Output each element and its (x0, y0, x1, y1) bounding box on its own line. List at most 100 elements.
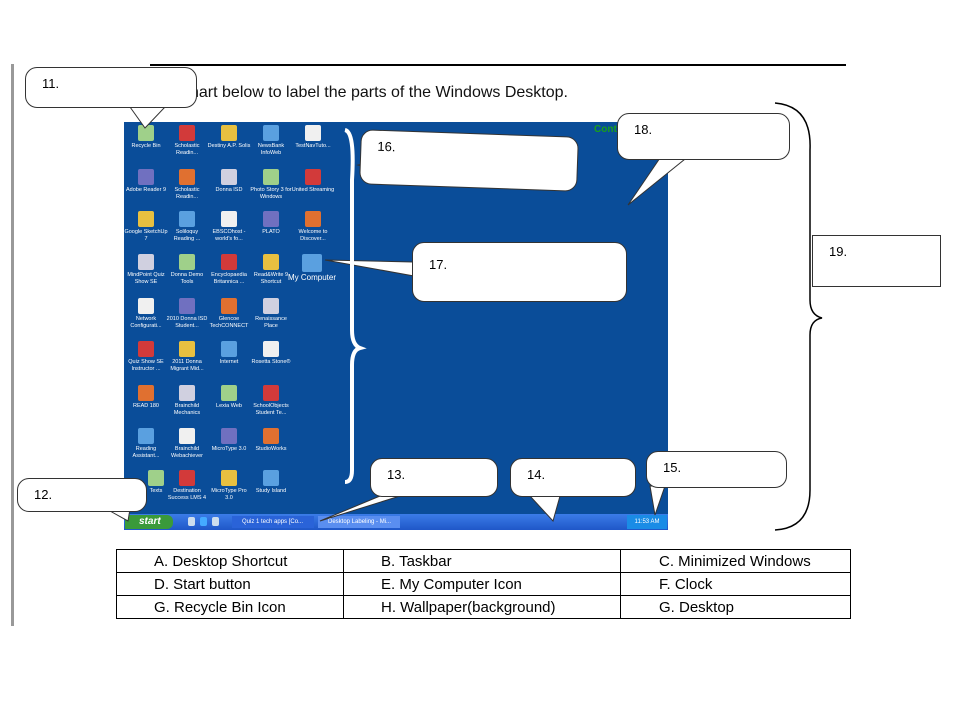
desktop-brace (774, 102, 823, 531)
tail-15 (649, 485, 666, 516)
icon-label: Recycle Bin (131, 143, 161, 149)
desktop-corner-text: Cont (594, 124, 617, 135)
desktop-shortcut[interactable]: Encyclopaedia Britannica ... (207, 254, 251, 286)
recycle-bin-icon[interactable]: Recycle Bin (124, 125, 168, 150)
icon-label: 2011 Donna Migrant Mid... (170, 359, 204, 372)
desktop-shortcut[interactable]: Donna ISD (207, 169, 251, 194)
desktop-shortcut[interactable]: StudioWorks (249, 428, 293, 453)
icon-label: Renaissance Place (255, 316, 287, 329)
icon-label: Destiny A.P. Solis (207, 143, 251, 149)
desktop-shortcut[interactable]: MicroType Pro 3.0 (207, 470, 251, 502)
callout-17: 17. (412, 242, 627, 302)
icon-label: Soliloquy Reading ... (173, 229, 201, 242)
shortcut-icon (148, 470, 164, 486)
desktop-shortcut[interactable]: Donna Demo Tools (165, 254, 209, 286)
desktop-shortcut[interactable]: Scholastic Readin... (165, 169, 209, 201)
desktop-shortcut[interactable]: 2010 Donna ISD Student... (165, 298, 209, 330)
shortcut-icon (221, 341, 237, 357)
desktop-shortcut[interactable]: Internet (207, 341, 251, 366)
desktop-shortcut[interactable]: Lexia Web (207, 385, 251, 410)
desktop-shortcut[interactable]: PLATO (249, 211, 293, 236)
desktop-shortcut[interactable]: Brainchild Webachiever (165, 428, 209, 460)
desktop-shortcut[interactable]: SchoolObjects Student Te... (249, 385, 293, 417)
clock: 11:53 AM (627, 515, 667, 529)
shortcut-icon (305, 211, 321, 227)
desktop-shortcut[interactable]: Network Configurati... (124, 298, 168, 330)
shortcut-icon (138, 428, 154, 444)
start-button[interactable]: start (125, 515, 173, 529)
desktop-shortcut[interactable]: Destination Success LMS 4 (165, 470, 209, 502)
quick-launch-app-icon[interactable] (212, 517, 219, 526)
shortcut-icon (138, 254, 154, 270)
shortcut-icon (179, 125, 195, 141)
desktop-shortcut[interactable]: Adobe Reader 9 (124, 169, 168, 194)
desktop-shortcut[interactable]: 2011 Donna Migrant Mid... (165, 341, 209, 373)
icon-label: Internet (219, 359, 239, 365)
taskbar-window-1[interactable]: Quiz 1 tech apps [Co... (232, 516, 314, 528)
shortcut-icon (179, 341, 195, 357)
answer-option: H. Wallpaper(background) (343, 595, 621, 619)
icon-label: Read&Write 9 Shortcut (253, 272, 289, 285)
desktop-shortcut[interactable]: Destiny A.P. Solis (207, 125, 251, 150)
my-computer-icon[interactable]: My Computer (287, 254, 337, 282)
icon-label: Network Configurati... (130, 316, 162, 329)
shortcut-icon (221, 298, 237, 314)
desktop-shortcut[interactable]: Texts (148, 470, 164, 495)
desktop-shortcut[interactable]: NewsBank InfoWeb (249, 125, 293, 157)
desktop-shortcut[interactable]: Rosetta Stone® (249, 341, 293, 366)
shortcut-icon (263, 169, 279, 185)
desktop-shortcut[interactable]: Brainchild Mechanics (165, 385, 209, 417)
desktop-shortcut[interactable]: Quiz Show SE Instructor ... (124, 341, 168, 373)
desktop-shortcut[interactable]: Welcome to Discover... (291, 211, 335, 243)
desktop-shortcut[interactable]: Reading Assistant... (124, 428, 168, 460)
desktop-shortcut[interactable]: Renaissance Place (249, 298, 293, 330)
desktop-shortcut[interactable]: Glencoe TechCONNECT (207, 298, 251, 330)
desktop-shortcut[interactable]: EBSCOhost - world's fo... (207, 211, 251, 243)
desktop-shortcut[interactable]: Read&Write 9 Shortcut (249, 254, 293, 286)
shortcut-icon (221, 254, 237, 270)
shortcut-icon (221, 125, 237, 141)
desktop-shortcut[interactable]: United Streaming (291, 169, 335, 194)
quick-launch-ie-icon[interactable] (200, 517, 207, 526)
callout-15: 15. (646, 451, 787, 488)
desktop-shortcut[interactable]: TestNavTuto... (291, 125, 335, 150)
desktop-shortcut[interactable]: Study Island (249, 470, 293, 495)
answer-option: F. Clock (620, 572, 851, 596)
desktop-shortcut[interactable]: MicroType 3.0 (207, 428, 251, 453)
desktop-shortcut[interactable]: Google SketchUp 7 (124, 211, 168, 243)
shortcut-icon (221, 470, 237, 486)
margin-line (11, 64, 14, 626)
icon-label: READ 180 (133, 403, 159, 409)
answer-option: A. Desktop Shortcut (116, 549, 344, 573)
shortcut-icon (138, 169, 154, 185)
callout-13: 13. (370, 458, 498, 497)
icon-label: StudioWorks (255, 446, 287, 452)
icon-label: TestNavTuto... (295, 143, 331, 149)
shortcut-icon (263, 428, 279, 444)
shortcut-icon (138, 385, 154, 401)
shortcut-icon (263, 298, 279, 314)
tail-17 (324, 259, 415, 277)
quick-launch-desktop-icon[interactable] (188, 517, 195, 526)
answer-option: E. My Computer Icon (343, 572, 621, 596)
desktop-shortcut[interactable]: MindPoint Quiz Show SE (124, 254, 168, 286)
desktop-shortcut[interactable]: Scholastic Readin... (165, 125, 209, 157)
icon-label: Scholastic Readin... (174, 143, 200, 156)
icon-label: My Computer (287, 273, 336, 282)
callout-16: 16. (359, 129, 579, 192)
taskbar-window-2[interactable]: Desktop Labeling - Mi... (318, 516, 400, 528)
answer-option: D. Start button (116, 572, 344, 596)
desktop-shortcut[interactable]: Soliloquy Reading ... (165, 211, 209, 243)
icon-label: Glencoe TechCONNECT (209, 316, 249, 329)
instructions: hart below to label the parts of the Win… (190, 84, 568, 101)
callout-19: 19. (812, 235, 941, 287)
desktop-shortcut[interactable]: Photo Story 3 for Windows (249, 169, 293, 201)
icon-label: Texts (149, 488, 163, 494)
tail-14 (528, 495, 561, 522)
callout-14: 14. (510, 458, 636, 497)
icon-label: Scholastic Readin... (174, 187, 200, 200)
desktop-shortcut[interactable]: READ 180 (124, 385, 168, 410)
